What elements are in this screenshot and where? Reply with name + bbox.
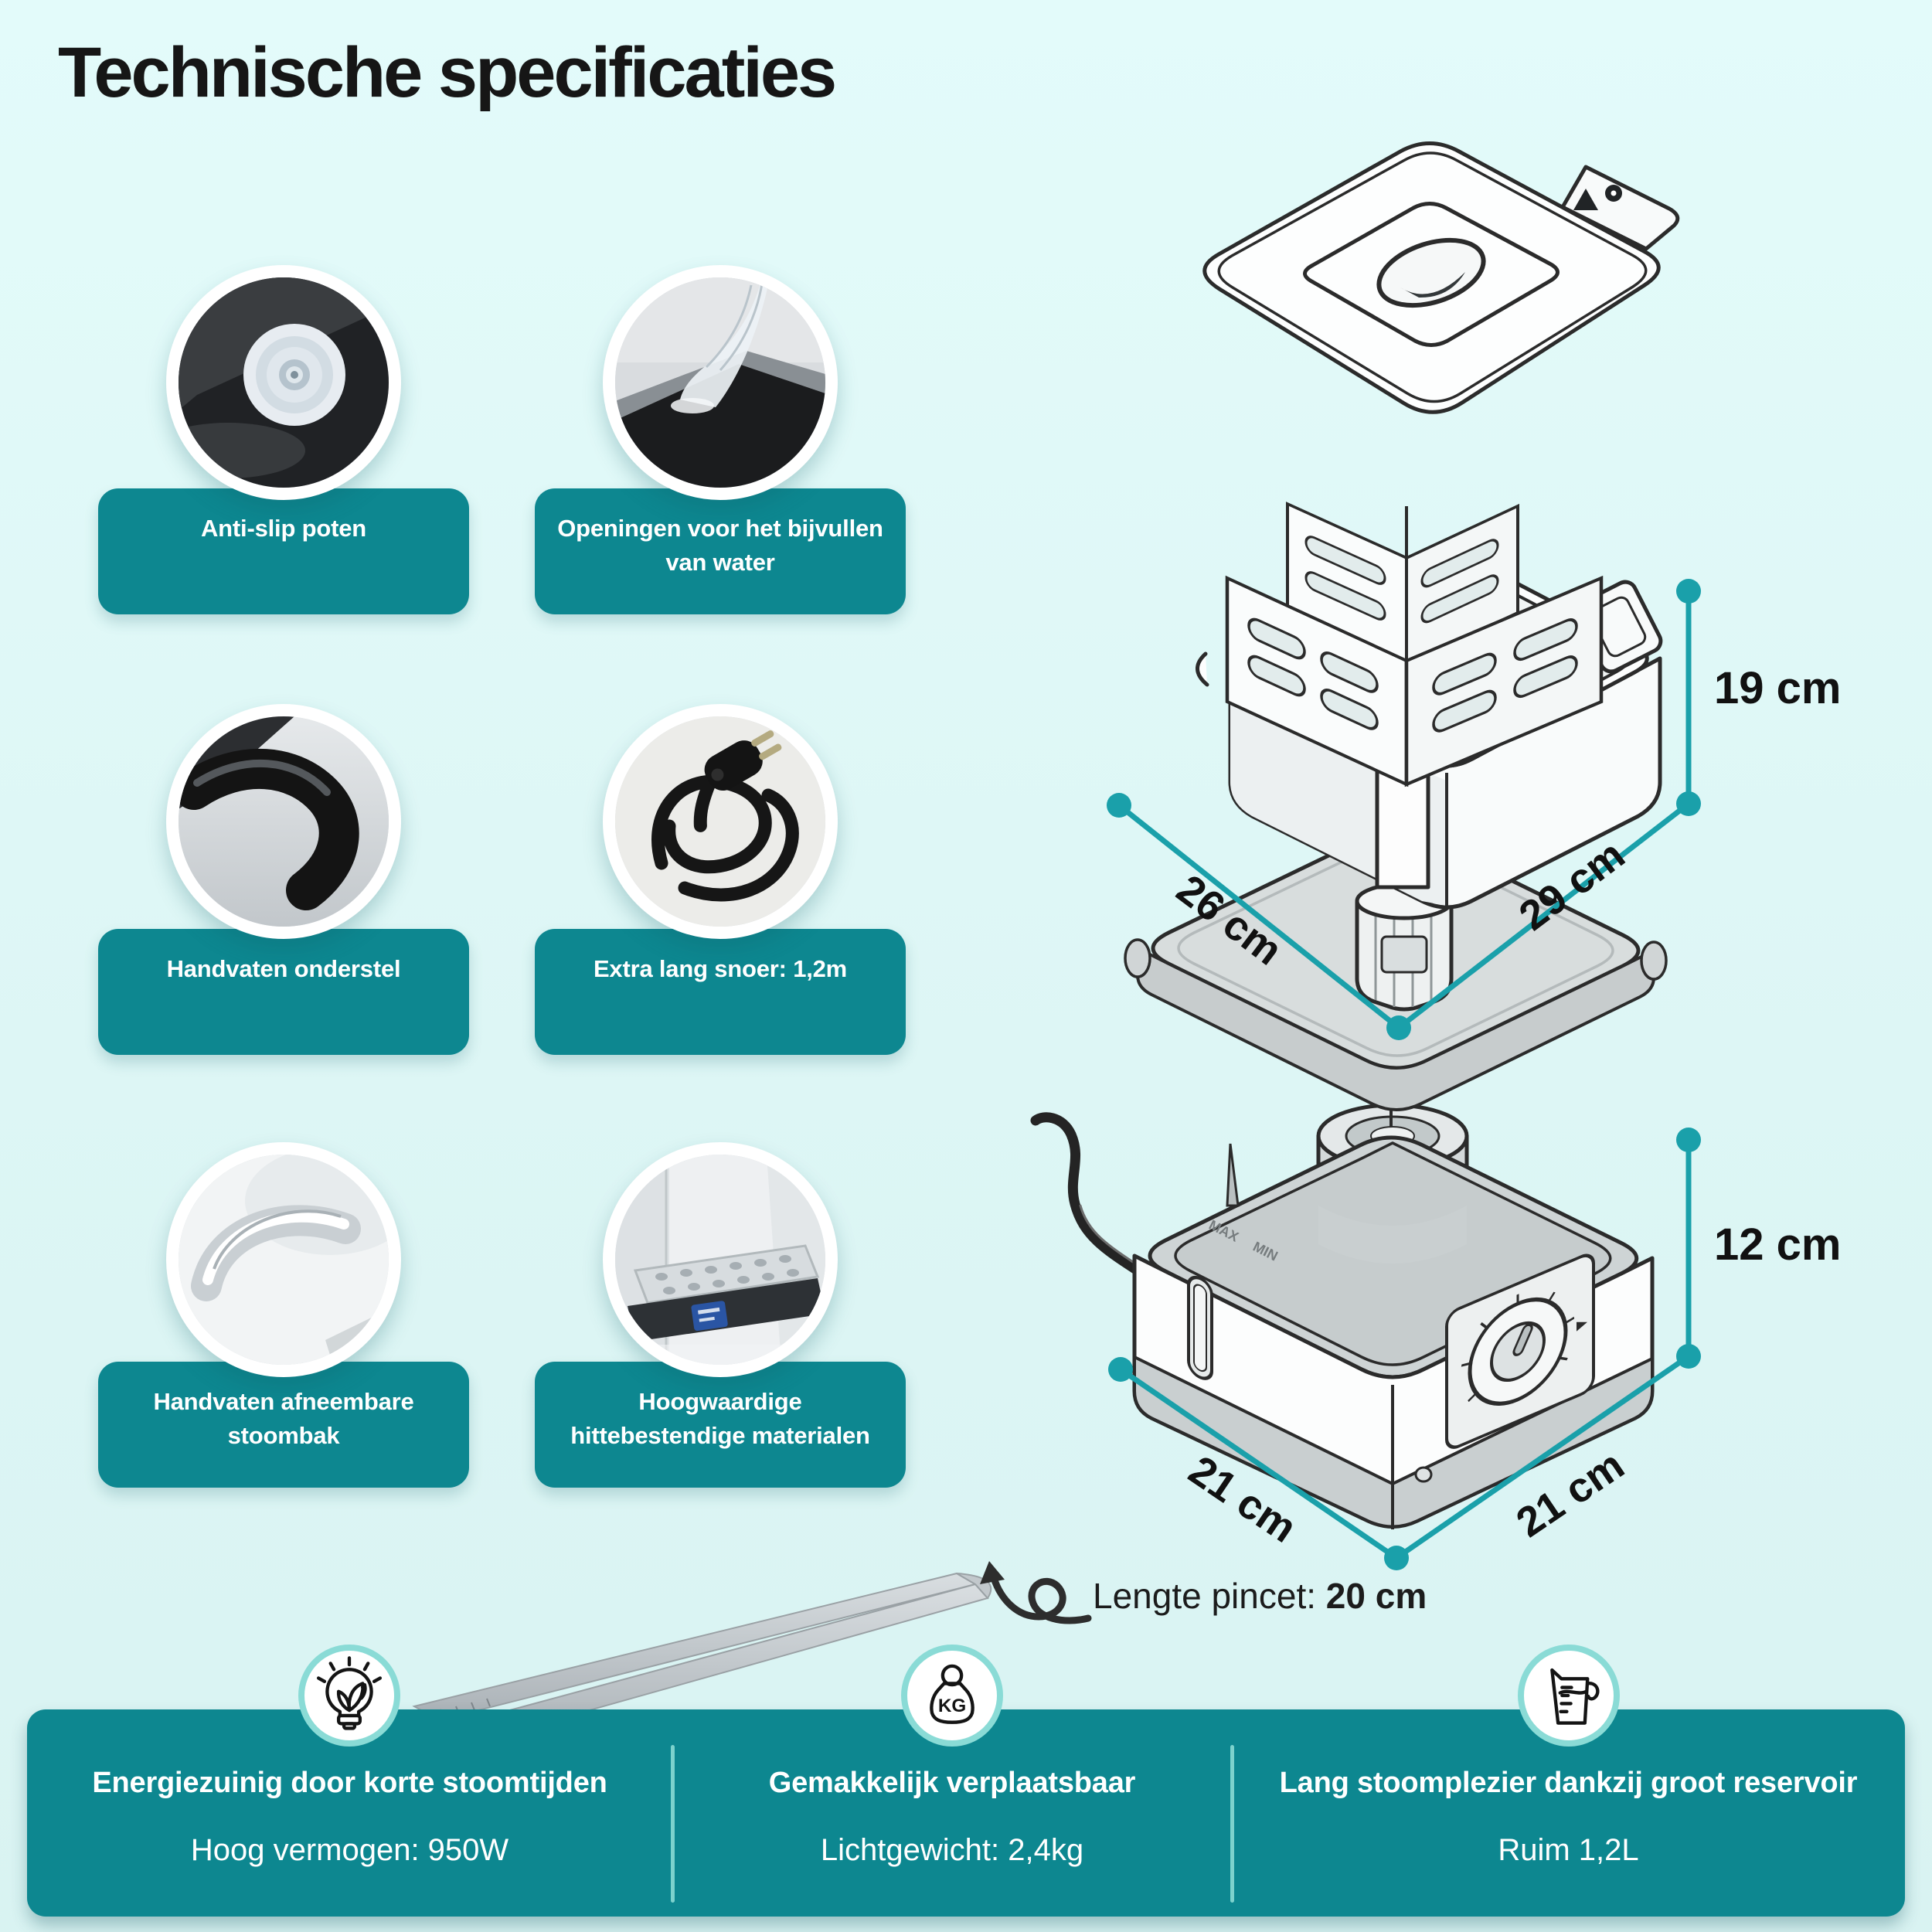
feature-base-handles: Handvaten onderstel [98,929,469,1055]
feature-label: Anti-slip poten [201,515,366,542]
lid-handle [1376,237,1486,308]
feature-label: Openingen voor het bijvullen van water [557,515,883,576]
tweezers-caption-value: 20 cm [1325,1576,1427,1616]
measuring-cup-icon [1518,1645,1620,1747]
bar-subtitle-portable: Lichtgewicht: 2,4kg [820,1833,1084,1867]
feature-basket-handles: Handvaten afneembare stoombak [98,1362,469,1488]
dim-21cm-left-line [1117,1366,1400,1561]
feature-materials: Hoogwaardige hittebestendige materialen [535,1362,906,1488]
bar-title-portable: Gemakkelijk verplaatsbaar [768,1767,1136,1799]
timer-dial [1445,1253,1595,1449]
bar-divider [671,1745,675,1903]
power-cord-path [1030,1112,1148,1279]
water-level-window [1187,1275,1213,1380]
feature-label: Handvaten onderstel [166,955,401,982]
feature-label: Handvaten afneembare stoombak [153,1388,414,1449]
bar-subtitle-energy: Hoog vermogen: 950W [190,1833,509,1867]
basket-handles-photo [166,1142,401,1377]
feature-long-cord: Extra lang snoer: 1,2m [535,929,906,1055]
base-unit-group: MAX MIN [1030,1080,1655,1529]
tweezers-caption: Lengte pincet: 20 cm [1093,1575,1427,1617]
feature-label: Hoogwaardige hittebestendige materialen [570,1388,870,1449]
bar-divider [1230,1745,1234,1903]
kg-icon-label: KG [938,1696,966,1716]
dim-21cm-right-line [1393,1353,1692,1561]
lid-group [1202,141,1680,414]
lid-warning-icon [1573,189,1598,210]
bar-title-energy: Energiezuinig door korte stoomtijden [92,1767,607,1799]
bar-title-reservoir: Lang stoomplezier dankzij groot reservoi… [1279,1767,1858,1799]
heat-resistant-materials-photo [603,1142,838,1377]
kg-weight-icon: KG [901,1645,1003,1747]
dim-29cm-line [1396,801,1692,1031]
bar-subtitle-reservoir: Ruim 1,2L [1498,1833,1639,1867]
power-cord-photo [603,704,838,939]
dim-19cm-label: 19 cm [1714,663,1841,713]
eco-bulb-icon [298,1645,400,1747]
base-handles-photo [166,704,401,939]
anti-slip-feet-photo [166,265,401,500]
dim-26cm-line [1116,802,1402,1031]
dim-12cm-label: 12 cm [1714,1219,1841,1270]
curly-arrow-icon [980,1561,1092,1624]
page-title: Technische specificaties [58,33,837,112]
tweezers-caption-prefix: Lengte pincet: [1093,1576,1326,1616]
dimension-lines [1116,588,1692,1561]
water-refill-opening-photo [603,265,838,500]
feature-label: Extra lang snoer: 1,2m [593,955,848,982]
feature-anti-slip: Anti-slip poten [98,488,469,614]
feature-water-openings: Openingen voor het bijvullen van water [535,488,906,614]
steam-plate-group [1225,502,1604,787]
